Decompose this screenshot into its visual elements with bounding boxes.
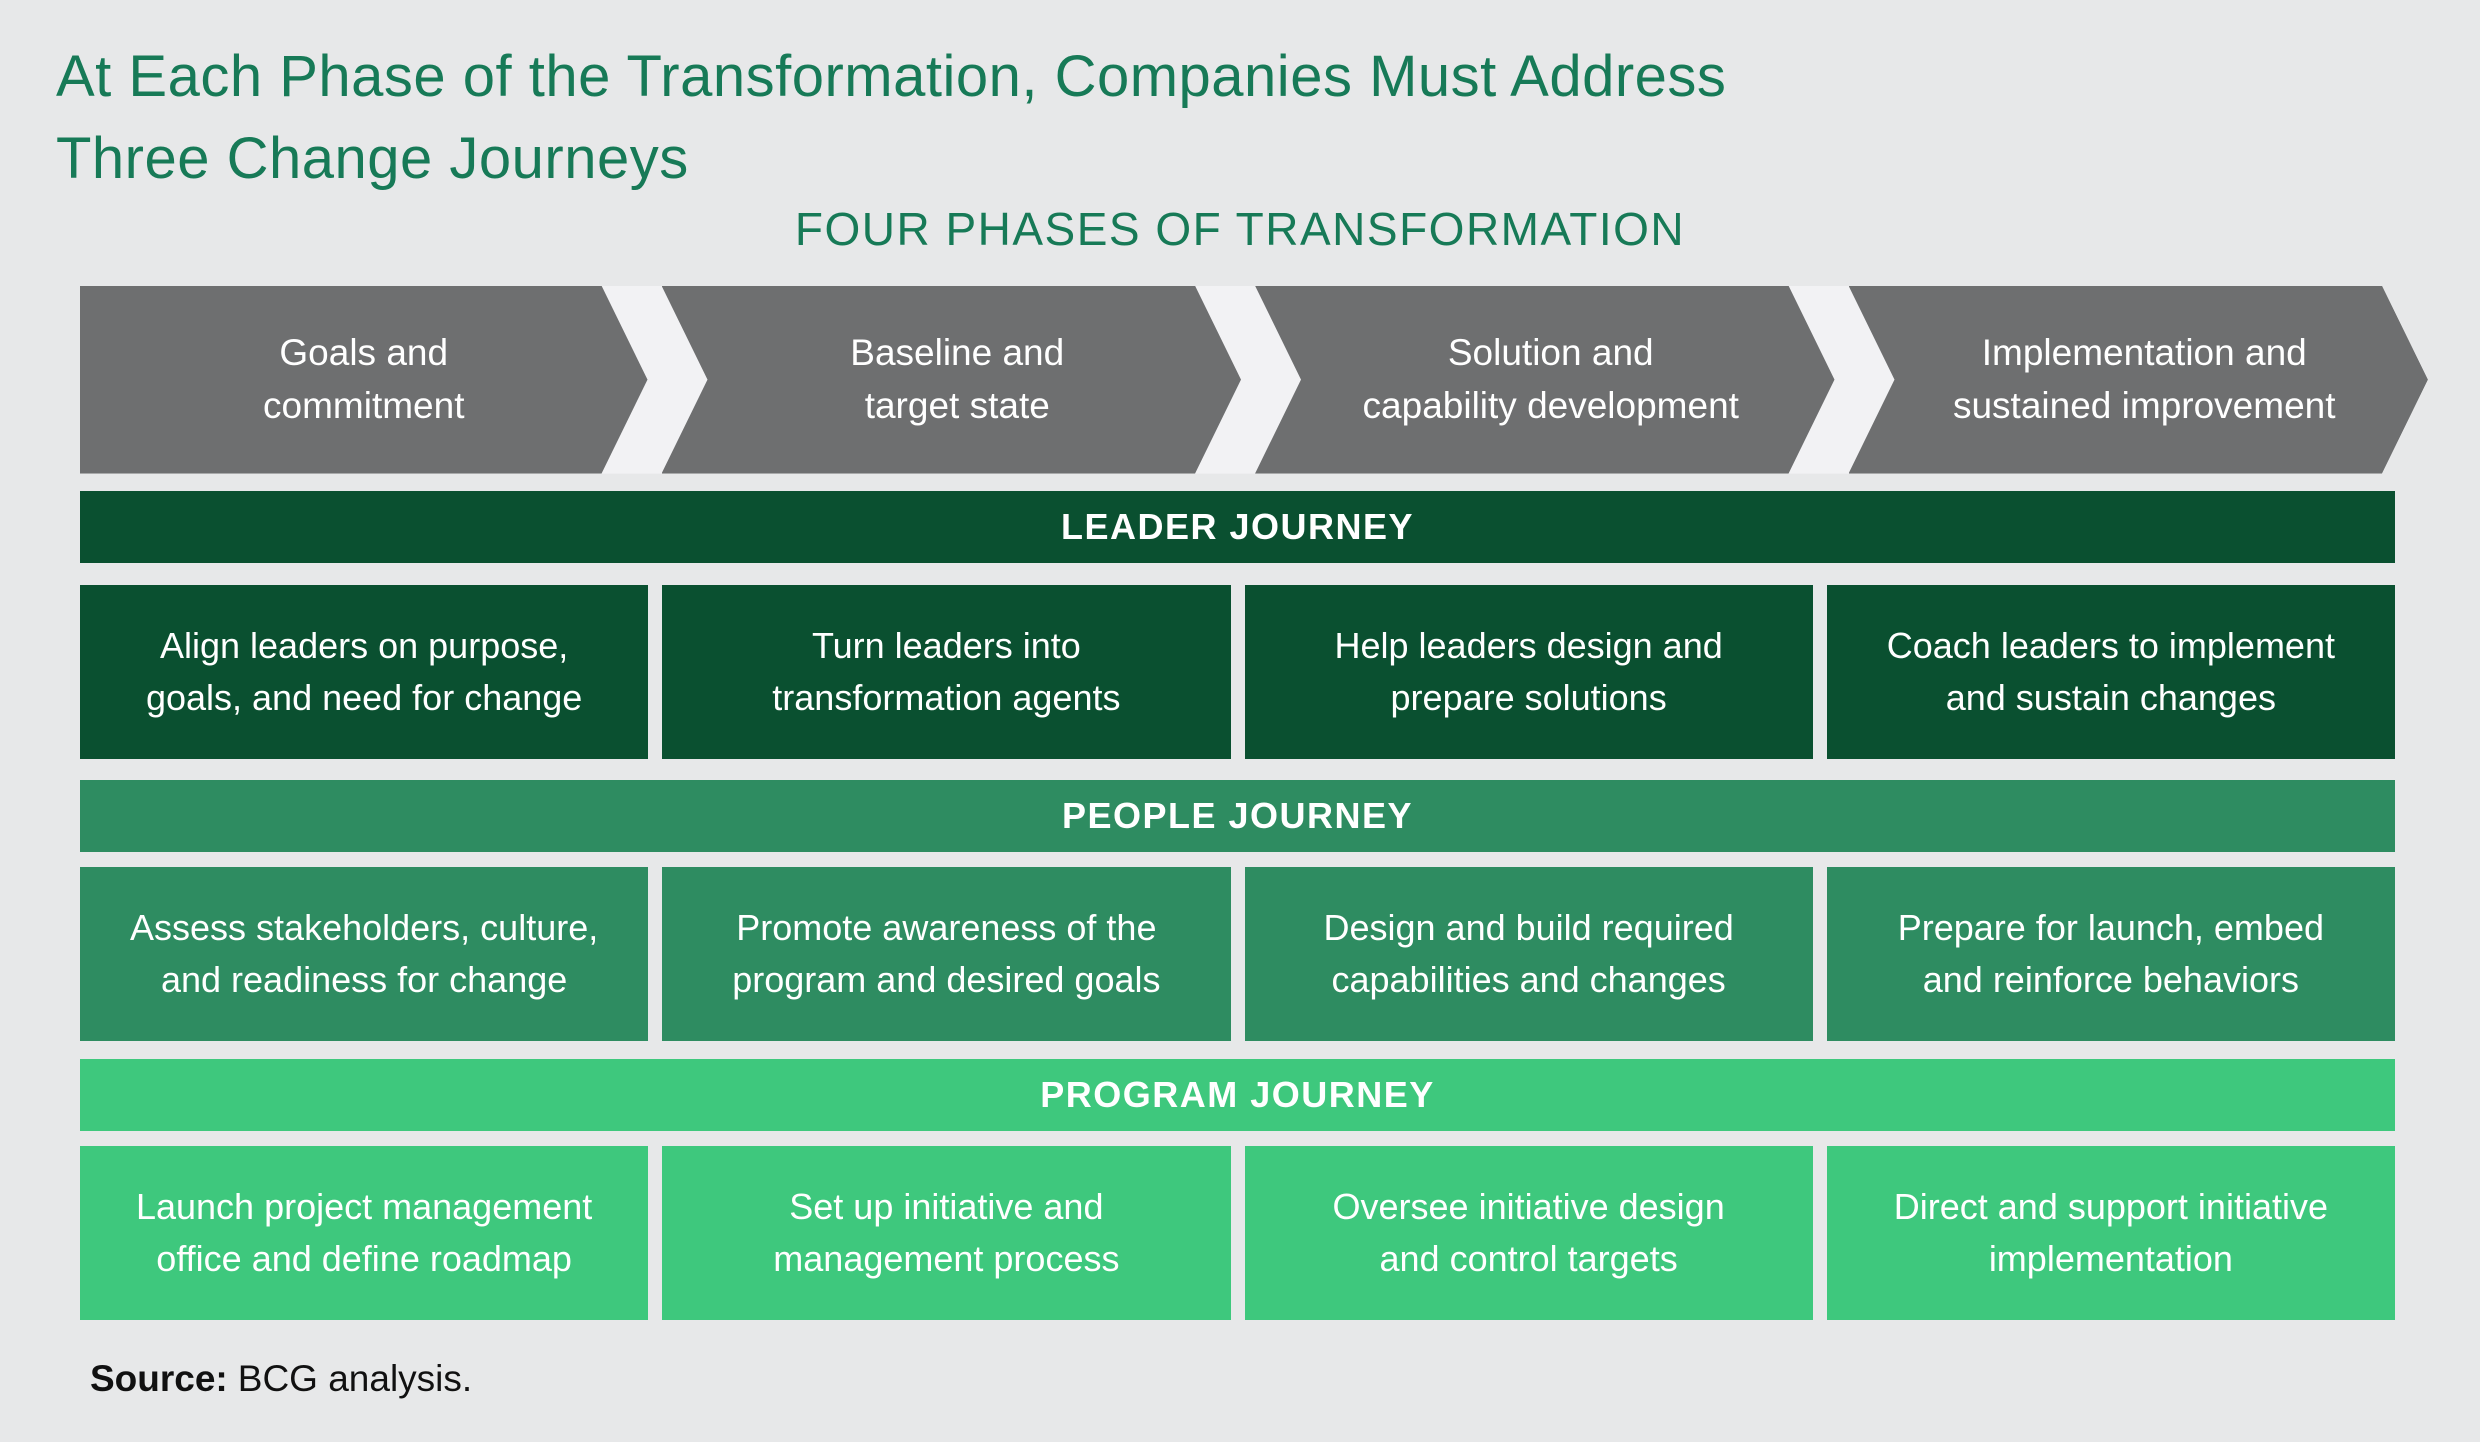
people-journey-cell-4: Prepare for launch, embed and reinforce … [1826,866,2395,1041]
program-journey-cell-1: Launch project management office and def… [80,1145,649,1320]
leader-journey-row: Align leaders on purpose, goals, and nee… [80,584,2395,759]
people-journey-row: Assess stakeholders, culture, and readin… [80,866,2395,1041]
phase-arrow-label: Solution and capability development [1362,332,1739,426]
phase-arrow-band: Goals and commitment Baseline and target… [80,286,2428,474]
program-journey-cell-2: Set up initiative and management process [662,1145,1231,1320]
page-title-line-1: At Each Phase of the Transformation, Com… [56,44,1727,109]
program-journey-bar: PROGRAM JOURNEY [80,1058,2395,1131]
program-journey-cell-3: Oversee initiative design and control ta… [1244,1145,1813,1320]
page-title-line-2: Three Change Journeys [56,126,689,192]
people-journey-cell-3: Design and build required capabilities a… [1244,866,1813,1041]
people-journey-cell-2: Promote awareness of the program and des… [662,866,1231,1041]
leader-journey-cell-1: Align leaders on purpose, goals, and nee… [80,584,649,759]
people-journey-bar: PEOPLE JOURNEY [80,779,2395,852]
source-note: Source:BCG analysis. [90,1358,2480,1400]
phase-arrow-goals-and-commitment: Goals and commitment [80,286,648,474]
phase-arrow-implementation-and-improvement: Implementation and sustained improvement [1849,286,2429,474]
leader-journey-bar: LEADER JOURNEY [80,490,2395,563]
phase-arrow-label: Implementation and sustained improvement [1952,332,2336,426]
leader-journey-cell-2: Turn leaders into transformation agents [662,584,1231,759]
phase-arrow-baseline-and-target-state: Baseline and target state [662,286,1242,474]
phase-arrow-solution-and-capability: Solution and capability development [1255,286,1835,474]
program-journey-row: Launch project management office and def… [80,1145,2395,1320]
leader-journey-cell-3: Help leaders design and prepare solution… [1244,584,1813,759]
leader-journey-cell-4: Coach leaders to implement and sustain c… [1826,584,2395,759]
program-journey-cell-4: Direct and support initiative implementa… [1826,1145,2395,1320]
phase-arrow-label: Goals and commitment [263,332,465,426]
phase-arrow-label: Baseline and target state [850,332,1065,426]
people-journey-cell-1: Assess stakeholders, culture, and readin… [80,866,649,1041]
source-text: BCG analysis. [237,1357,473,1399]
source-label: Source: [90,1357,228,1399]
phases-heading: FOUR PHASES OF TRANSFORMATION [794,202,1686,255]
page-title: At Each Phase of the Transformation, Com… [0,0,2480,201]
